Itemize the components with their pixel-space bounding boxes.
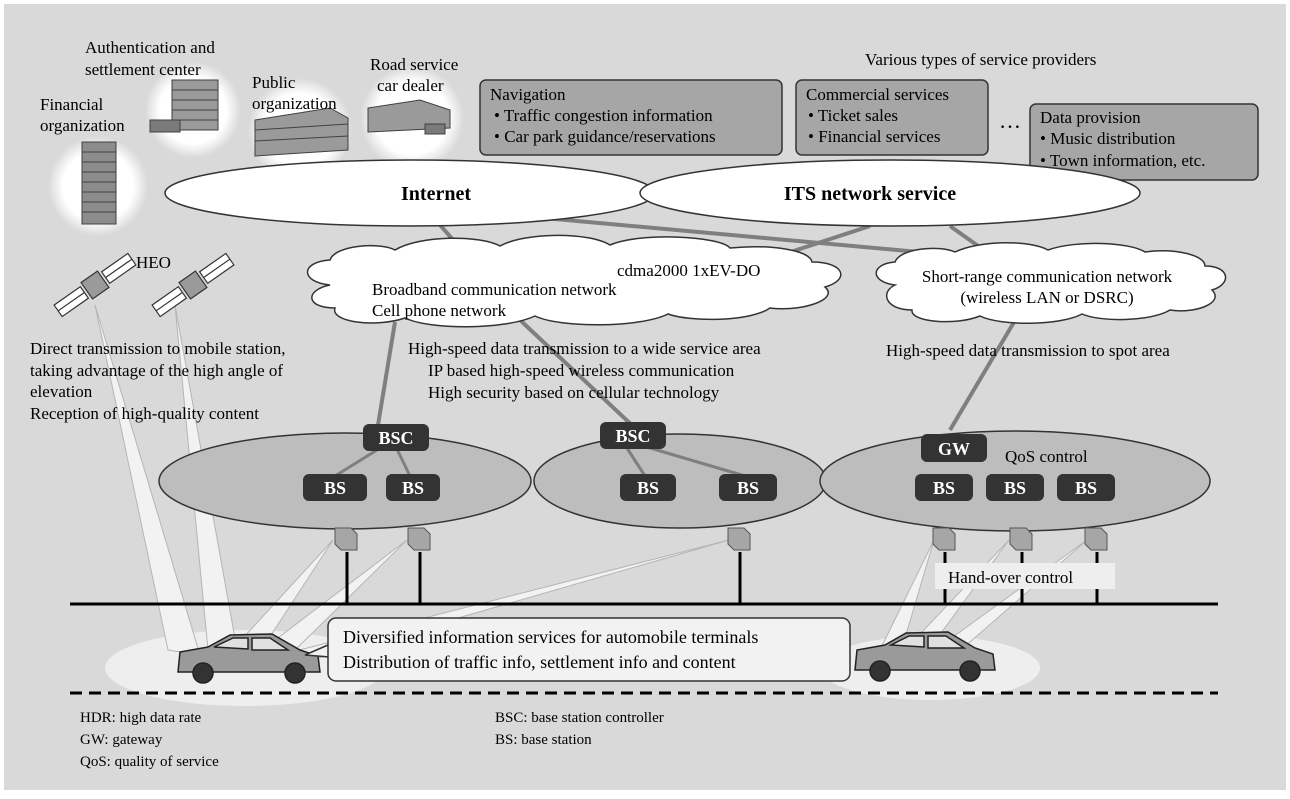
cell-area-middle: [533, 433, 827, 529]
services-line-2: Distribution of traffic info, settlement…: [343, 652, 736, 672]
public-organization: [248, 78, 352, 182]
commercial-title: Commercial services: [806, 85, 949, 104]
svg-text:BS: BS: [1004, 478, 1026, 498]
internet-label: Internet: [401, 183, 471, 205]
short-range-label-1: Short-range communication network: [922, 267, 1173, 286]
financial-organization: [48, 136, 148, 236]
providers-heading: Various types of service providers: [865, 50, 1096, 69]
left-desc-line-4: Reception of high-quality content: [30, 404, 259, 423]
cdma-label: cdma2000 1xEV-DO: [617, 261, 760, 280]
navigation-provider-box: Navigation • Traffic congestion informat…: [479, 79, 783, 156]
bsc-middle: BSC: [600, 422, 666, 449]
legend-bsc: BSC: base station controller: [495, 710, 664, 726]
left-desc-line-2: taking advantage of the high angle of: [30, 361, 283, 380]
bs-node-2: BS: [386, 474, 440, 501]
handover-box: [935, 563, 1115, 589]
svg-text:BSC: BSC: [378, 428, 413, 448]
svg-text:BS: BS: [324, 478, 346, 498]
data-provision-box: Data provision • Music distribution • To…: [1029, 103, 1259, 181]
services-callout: Diversified information services for aut…: [304, 617, 851, 682]
short-range-label-2: (wireless LAN or DSRC): [960, 288, 1133, 307]
road-service-label-1: Road service: [370, 55, 458, 74]
svg-text:GW: GW: [938, 439, 970, 459]
commercial-item-2: • Financial services: [808, 127, 940, 146]
svg-text:BSC: BSC: [615, 426, 650, 446]
data-provision-item-1: • Music distribution: [1040, 129, 1176, 148]
antenna-box-6: [1084, 527, 1108, 551]
cell-phone-label: Cell phone network: [372, 301, 507, 320]
legend-gw: GW: gateway: [80, 732, 163, 748]
antenna-group: [334, 527, 1108, 604]
providers-ellipsis: …: [999, 108, 1021, 133]
data-provision-title: Data provision: [1040, 108, 1141, 127]
middle-desc-line-1: High-speed data transmission to a wide s…: [408, 339, 761, 358]
auth-center-label-1: Authentication and: [85, 38, 215, 57]
middle-description: High-speed data transmission to a wide s…: [408, 339, 761, 402]
left-desc-line-1: Direct transmission to mobile station,: [30, 339, 285, 358]
antenna-box-1: [334, 527, 358, 551]
legend-hdr: HDR: high data rate: [80, 710, 202, 726]
car-right: [854, 631, 996, 682]
road-service-dealer: [360, 66, 464, 170]
bs-node-6: BS: [986, 474, 1044, 501]
handover-label: Hand-over control: [948, 568, 1073, 587]
financial-org-label-1: Financial: [40, 95, 104, 114]
svg-text:BS: BS: [737, 478, 759, 498]
gw-node: GW: [921, 434, 987, 462]
public-org-label-1: Public: [252, 73, 296, 92]
middle-desc-line-3: High security based on cellular technolo…: [428, 383, 720, 402]
legend-bs: BS: base station: [495, 732, 592, 748]
data-provision-item-2: • Town information, etc.: [1040, 151, 1205, 170]
org-labels: Financial organization Authentication an…: [40, 38, 458, 135]
antenna-box-2: [407, 527, 431, 551]
svg-text:BS: BS: [1075, 478, 1097, 498]
navigation-item-2: • Car park guidance/reservations: [494, 127, 716, 146]
svg-text:BS: BS: [402, 478, 424, 498]
road-service-label-2: car dealer: [377, 76, 444, 95]
legend: HDR: high data rate GW: gateway QoS: qua…: [80, 710, 664, 770]
left-description: Direct transmission to mobile station, t…: [30, 339, 285, 423]
services-line-1: Diversified information services for aut…: [343, 627, 758, 647]
antenna-box-3: [727, 527, 751, 551]
left-desc-line-3: elevation: [30, 382, 93, 401]
satellite-right: [151, 252, 235, 318]
right-description: High-speed data transmission to spot are…: [886, 341, 1170, 360]
commercial-provider-box: Commercial services • Ticket sales • Fin…: [795, 79, 989, 156]
its-network-ellipse: [639, 159, 1141, 227]
bsc-left: BSC: [363, 424, 429, 451]
svg-text:BS: BS: [933, 478, 955, 498]
antenna-box-4: [932, 527, 956, 551]
navigation-item-1: • Traffic congestion information: [494, 106, 713, 125]
financial-org-label-2: organization: [40, 116, 125, 135]
qos-control-label: QoS control: [1005, 447, 1088, 466]
broadband-label: Broadband communication network: [372, 280, 617, 299]
middle-desc-line-2: IP based high-speed wireless communicati…: [428, 361, 735, 380]
legend-qos: QoS: quality of service: [80, 754, 219, 770]
auth-center-label-2: settlement center: [85, 60, 201, 79]
bs-node-3: BS: [620, 474, 676, 501]
bs-node-5: BS: [915, 474, 973, 501]
authentication-center: [145, 62, 241, 158]
its-network-label: ITS network service: [784, 183, 956, 205]
satellite-left: [53, 252, 137, 318]
broadband-cloud: [307, 234, 842, 328]
navigation-title: Navigation: [490, 85, 566, 104]
public-org-label-2: organization: [252, 94, 337, 113]
antenna-box-5: [1009, 527, 1033, 551]
short-range-cloud: [875, 242, 1227, 325]
heo-label: HEO: [136, 253, 171, 272]
svg-text:BS: BS: [637, 478, 659, 498]
commercial-item-1: • Ticket sales: [808, 106, 898, 125]
car-left: [177, 633, 321, 684]
bs-node-7: BS: [1057, 474, 1115, 501]
bs-node-4: BS: [719, 474, 777, 501]
bs-node-1: BS: [303, 474, 367, 501]
